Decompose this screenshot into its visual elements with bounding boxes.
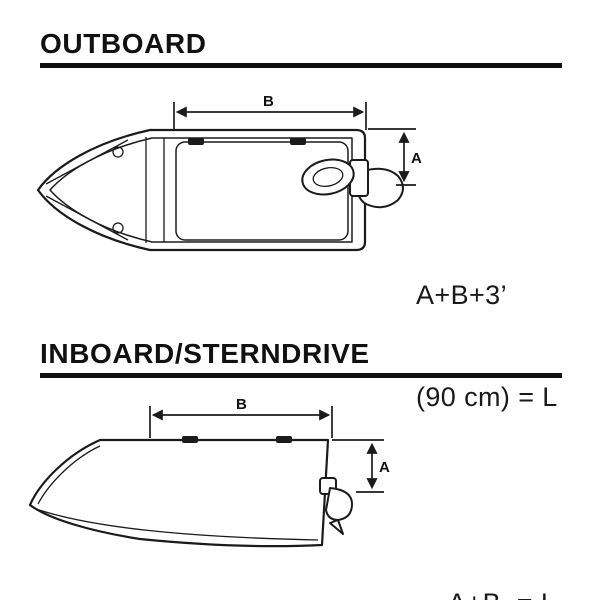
cleat-mark [182, 436, 198, 443]
inboard-boat-side-view-diagram: B A [28, 396, 390, 548]
outboard-formula-line2: (90 cm) = L [416, 382, 558, 412]
divider-outboard [40, 63, 562, 68]
dim-a-label: A [379, 459, 390, 476]
outboard-formula-line1: A+B+3’ [416, 280, 507, 310]
dim-b-label: B [236, 396, 247, 413]
dim-b-label: B [263, 93, 274, 110]
divider-inboard [40, 373, 562, 378]
inboard-formula: A+B = L [448, 518, 556, 600]
dimension-a-inboard: A [332, 439, 390, 493]
dimension-a-outboard: A [368, 128, 422, 186]
inboard-hull [28, 436, 330, 548]
outboard-boat-top-view-diagram: B A [36, 93, 422, 252]
dim-a-label: A [411, 150, 422, 167]
bow-hatch-ring [112, 222, 124, 234]
dimension-b-inboard: B [149, 396, 333, 438]
bow-seam-upper [45, 139, 129, 185]
cleat-mark [188, 138, 204, 145]
sterndrive-unit [319, 477, 353, 535]
inboard-formula-line1: A+B = L [448, 586, 556, 600]
section-title-inboard: INBOARD/STERNDRIVE [40, 338, 370, 369]
sheer-line [37, 445, 101, 505]
bow-seam-lower [45, 195, 129, 241]
cleat-mark [290, 138, 306, 145]
section-title-outboard: OUTBOARD [40, 28, 207, 59]
outboard-formula: A+B+3’ (90 cm) = L [416, 210, 558, 482]
dimension-b-outboard: B [173, 93, 367, 130]
chine-line [35, 508, 319, 541]
bow-hatch-ring [112, 146, 124, 158]
cockpit-outline [175, 141, 349, 241]
skeg [329, 519, 344, 535]
outboard-motor [301, 158, 404, 209]
cleat-mark [276, 436, 292, 443]
